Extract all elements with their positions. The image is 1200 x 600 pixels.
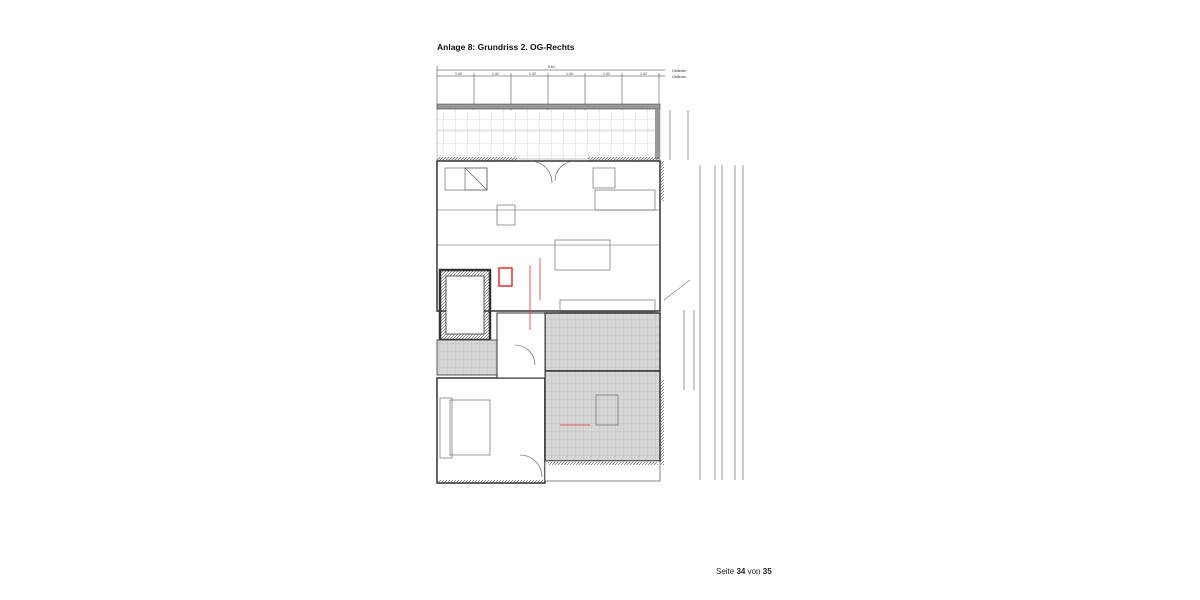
terrace bbox=[436, 103, 661, 161]
furniture bbox=[439, 160, 656, 478]
footer-middle: von bbox=[747, 567, 761, 576]
side-dimensions bbox=[663, 110, 744, 480]
highlight-marks bbox=[498, 258, 590, 426]
svg-text:1.42: 1.42 bbox=[603, 72, 610, 76]
svg-text:1.42: 1.42 bbox=[492, 72, 499, 76]
svg-text:1.43: 1.43 bbox=[566, 72, 573, 76]
svg-text:1.42: 1.42 bbox=[640, 72, 647, 76]
segment-dimensions: 1.43 1.42 1.42 1.43 1.42 1.42 bbox=[455, 72, 647, 76]
current-page: 34 bbox=[736, 567, 746, 576]
railing-label: Geländer bbox=[672, 75, 687, 79]
svg-text:1.42: 1.42 bbox=[529, 72, 536, 76]
footer-prefix: Seite bbox=[716, 567, 735, 576]
page-footer: Seite 34 von 35 bbox=[716, 567, 772, 576]
total-dimension: 9.63 bbox=[548, 65, 555, 69]
top-dimensions bbox=[436, 66, 665, 110]
total-pages: 35 bbox=[762, 567, 772, 576]
page-title: Anlage 8: Grundriss 2. OG-Rechts bbox=[437, 42, 575, 52]
apartment-walls bbox=[436, 160, 664, 484]
svg-text:1.43: 1.43 bbox=[455, 72, 462, 76]
railing-label: Geländer bbox=[672, 69, 687, 73]
